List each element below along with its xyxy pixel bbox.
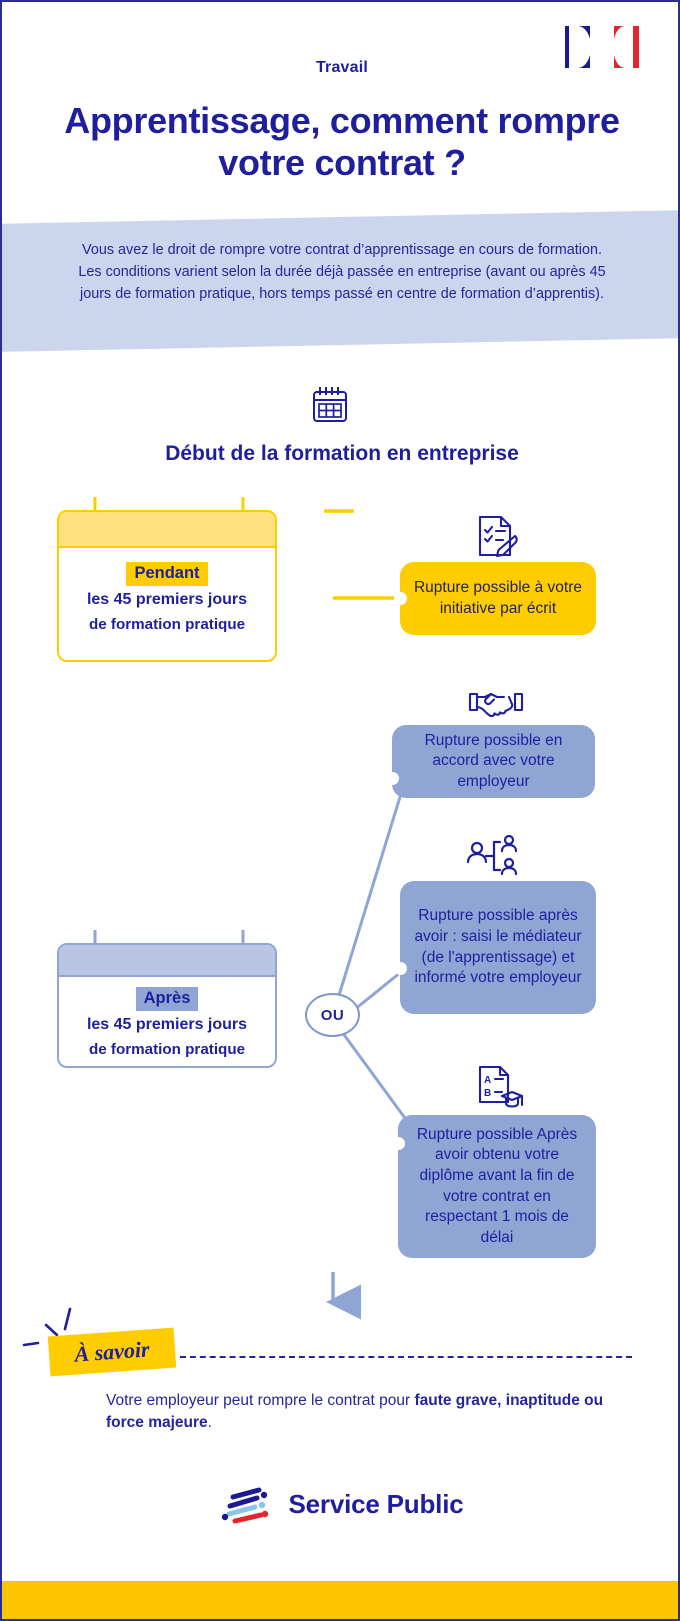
bubble-connector-dot	[392, 1137, 405, 1150]
option-bubble-2: Rupture possible en accord avec votre em…	[386, 725, 595, 798]
note-text-before: Votre employeur peut rompre le contrat p…	[106, 1392, 415, 1409]
bubble-connector-dot	[394, 962, 407, 975]
kicker-label: Travail	[315, 59, 369, 76]
option-bubble-4-text: Rupture possible Après avoir obtenu votr…	[416, 1125, 578, 1246]
note-text-after: .	[207, 1414, 212, 1432]
option-bubble-3: Rupture possible après avoir : saisi le …	[394, 881, 596, 1014]
option-bubble-2-text: Rupture possible en accord avec votre em…	[424, 731, 563, 790]
period-card-apres: Après les 45 premiers jours de formation…	[57, 943, 277, 1068]
bottom-accent-bar	[2, 1581, 678, 1619]
bubble-connector-dot	[386, 772, 399, 785]
intro-text: Vous avez le droit de rompre votre contr…	[78, 242, 606, 302]
section-heading: Début de la formation en entreprise	[165, 442, 519, 465]
calendar-icon	[313, 387, 347, 422]
option-bubble-3-text: Rupture possible après avoir : saisi le …	[414, 907, 582, 987]
dashed-divider	[180, 1356, 632, 1358]
french-republic-flag	[565, 26, 639, 68]
calendar-card-header	[59, 512, 275, 548]
document-checklist-pen-icon	[478, 515, 518, 558]
a-savoir-badge-label: À savoir	[73, 1336, 151, 1367]
period-line-2: de formation pratique	[88, 615, 246, 633]
period-line-1: les 45 premiers jours	[86, 590, 248, 608]
period-card-pendant: Pendant les 45 premiers jours de formati…	[57, 510, 277, 662]
bubble-connector-dot	[394, 592, 407, 605]
note-text-bold: faute grave, inaptitude ou force majeure	[106, 1392, 604, 1432]
calendar-card-header	[59, 945, 275, 977]
svg-text:A: A	[484, 1075, 491, 1086]
period-line-1: les 45 premiers jours	[86, 1015, 248, 1033]
footer-brand: Service Public	[2, 1484, 678, 1524]
brand-name: Service Public	[288, 1488, 464, 1519]
page-title: Apprentissage, comment rompre votre cont…	[64, 100, 620, 183]
or-connector-node: OU	[305, 993, 360, 1037]
period-chip-apres: Après	[135, 987, 199, 1011]
mediator-people-icon	[466, 834, 518, 876]
period-chip-pendant: Pendant	[126, 562, 208, 586]
a-savoir-badge: À savoir	[47, 1327, 177, 1377]
handshake-icon	[468, 692, 524, 718]
period-line-2: de formation pratique	[88, 1040, 246, 1058]
option-bubble-1: Rupture possible à votre initiative par …	[394, 562, 596, 635]
svg-text:B: B	[484, 1088, 491, 1099]
option-bubble-1-text: Rupture possible à votre initiative par …	[413, 578, 582, 617]
a-savoir-text: Votre employeur peut rompre le contrat p…	[106, 1390, 622, 1435]
option-bubble-4: Rupture possible Après avoir obtenu votr…	[392, 1115, 596, 1258]
diploma-graduation-icon: A B	[478, 1065, 524, 1108]
service-public-logo	[221, 1487, 268, 1524]
